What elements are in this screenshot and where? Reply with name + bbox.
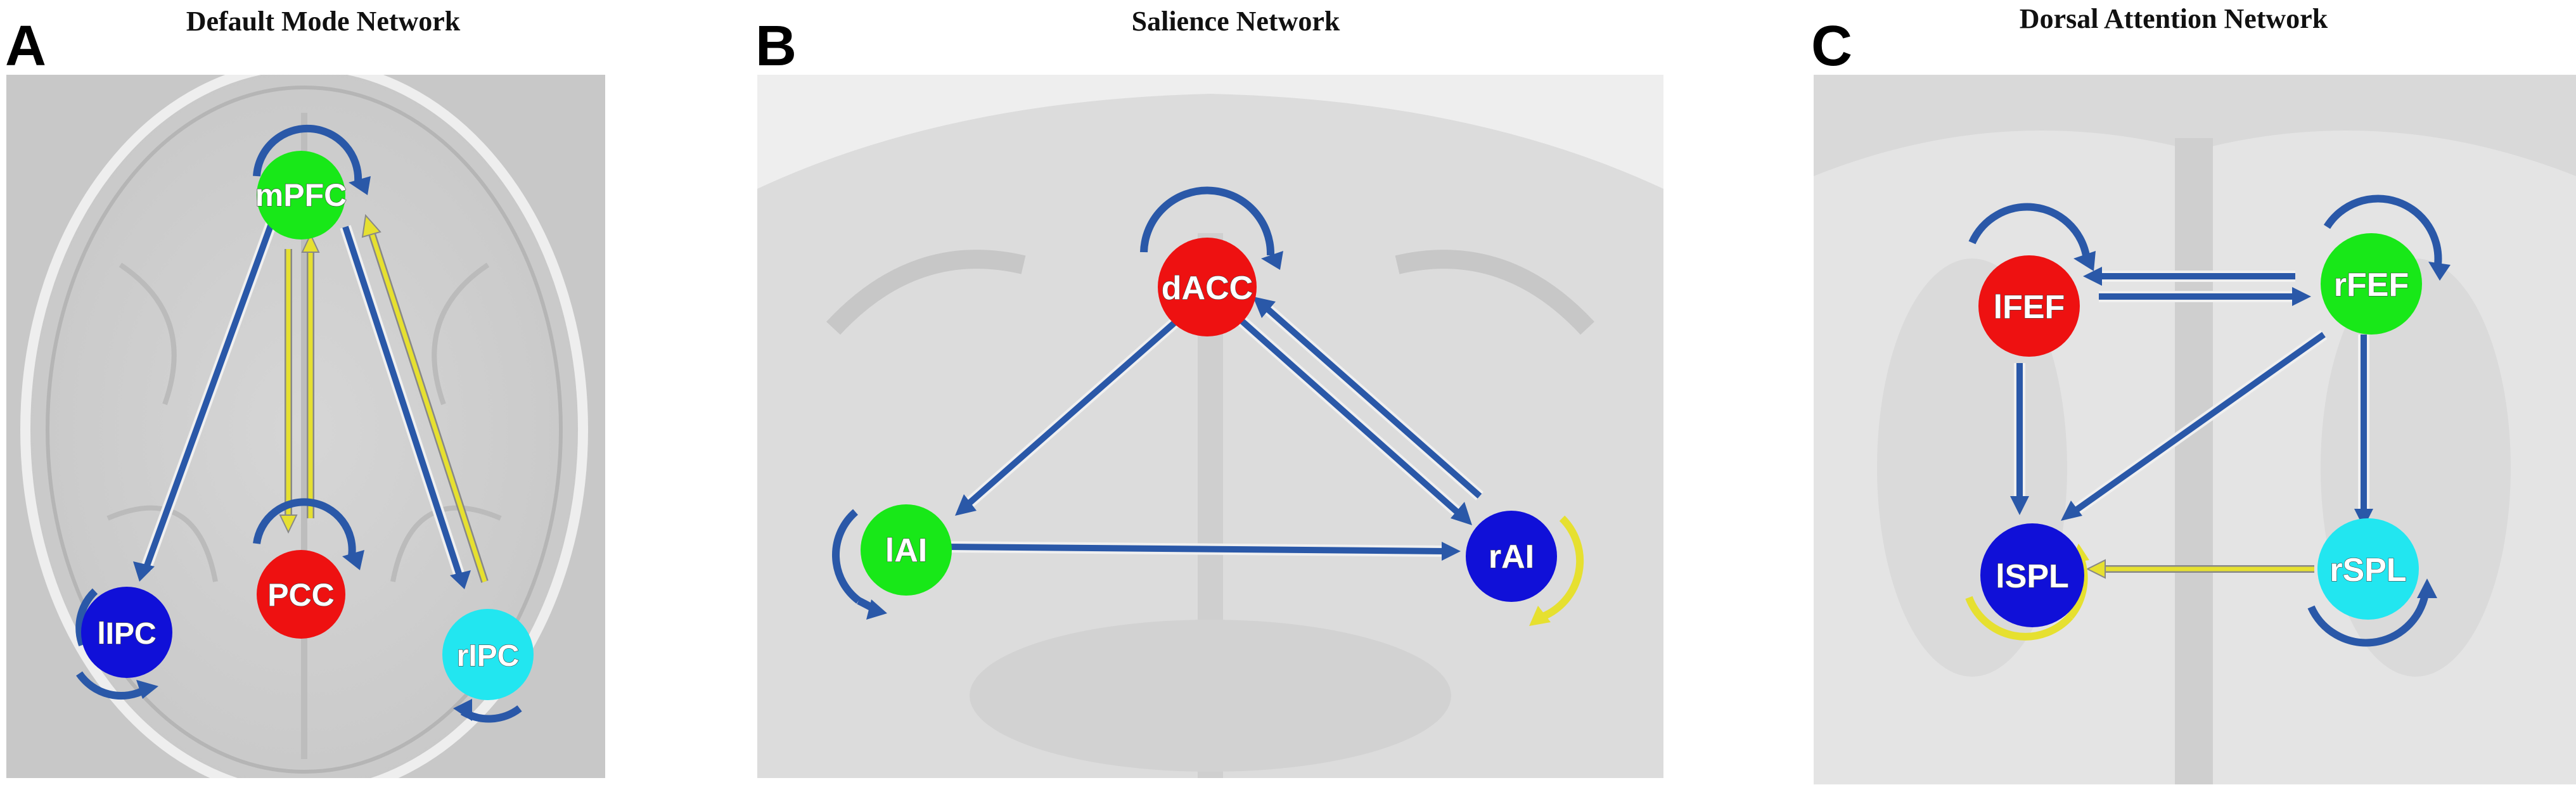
self-loop-dacc [1140, 186, 1275, 256]
svg-text:rAI: rAI [1489, 539, 1534, 575]
svg-text:PCC: PCC [267, 577, 335, 613]
panel-b-edges [947, 297, 1483, 561]
self-loop-lai [831, 509, 861, 604]
panel-c-dorsal-attention: lFEF rFEF lSPL rSPL [1814, 75, 2576, 784]
self-loop-lspl [1965, 596, 2073, 641]
node-pcc: PCC [257, 550, 345, 639]
node-lai: lAI [861, 504, 952, 596]
panel-c-diagram: lFEF rFEF lSPL rSPL [1814, 75, 2576, 784]
panel-a-title: Default Mode Network [186, 6, 461, 37]
self-loop-lfef [1968, 203, 2090, 257]
svg-text:lSPL: lSPL [1996, 558, 2069, 595]
self-loop-lipc [75, 588, 98, 647]
panel-a-letter: A [5, 15, 46, 78]
self-loop-rspl [2307, 593, 2429, 647]
panel-a-default-mode: mPFC PCC lIPC rIPC [6, 75, 605, 778]
node-rspl: rSPL [2317, 518, 2419, 620]
svg-text:rFEF: rFEF [2334, 267, 2409, 303]
panel-a-diagram: mPFC PCC lIPC rIPC [6, 75, 605, 778]
panel-b-title: Salience Network [1131, 6, 1340, 37]
panel-a-edges [133, 214, 489, 589]
svg-text:mPFC: mPFC [255, 177, 347, 213]
svg-text:rIPC: rIPC [457, 639, 520, 673]
self-loop-rai [1541, 515, 1584, 620]
node-rai: rAI [1466, 511, 1557, 602]
panel-b-diagram: dACC lAI rAI [757, 75, 1663, 778]
node-rfef: rFEF [2321, 233, 2422, 335]
node-lfef: lFEF [1978, 255, 2080, 357]
self-loop-pcc [253, 498, 356, 557]
node-lipc: lIPC [81, 587, 172, 678]
node-mpfc: mPFC [255, 151, 347, 240]
svg-text:rSPL: rSPL [2329, 552, 2406, 589]
svg-text:lFEF: lFEF [1994, 289, 2065, 326]
panel-b-salience: dACC lAI rAI [757, 75, 1663, 778]
node-lspl: lSPL [1980, 523, 2084, 627]
panel-c-title: Dorsal Attention Network [2019, 3, 2328, 34]
panel-c-letter: C [1811, 15, 1852, 78]
node-dacc: dACC [1158, 238, 1257, 336]
self-loop-rfef [2323, 195, 2442, 265]
panel-c-edges [2010, 267, 2373, 579]
node-ripc: rIPC [442, 609, 534, 700]
self-loop-mpfc [253, 124, 362, 183]
svg-text:lAI: lAI [885, 532, 927, 569]
svg-text:dACC: dACC [1162, 270, 1253, 307]
panel-b-letter: B [755, 15, 797, 78]
svg-text:lIPC: lIPC [97, 617, 156, 651]
